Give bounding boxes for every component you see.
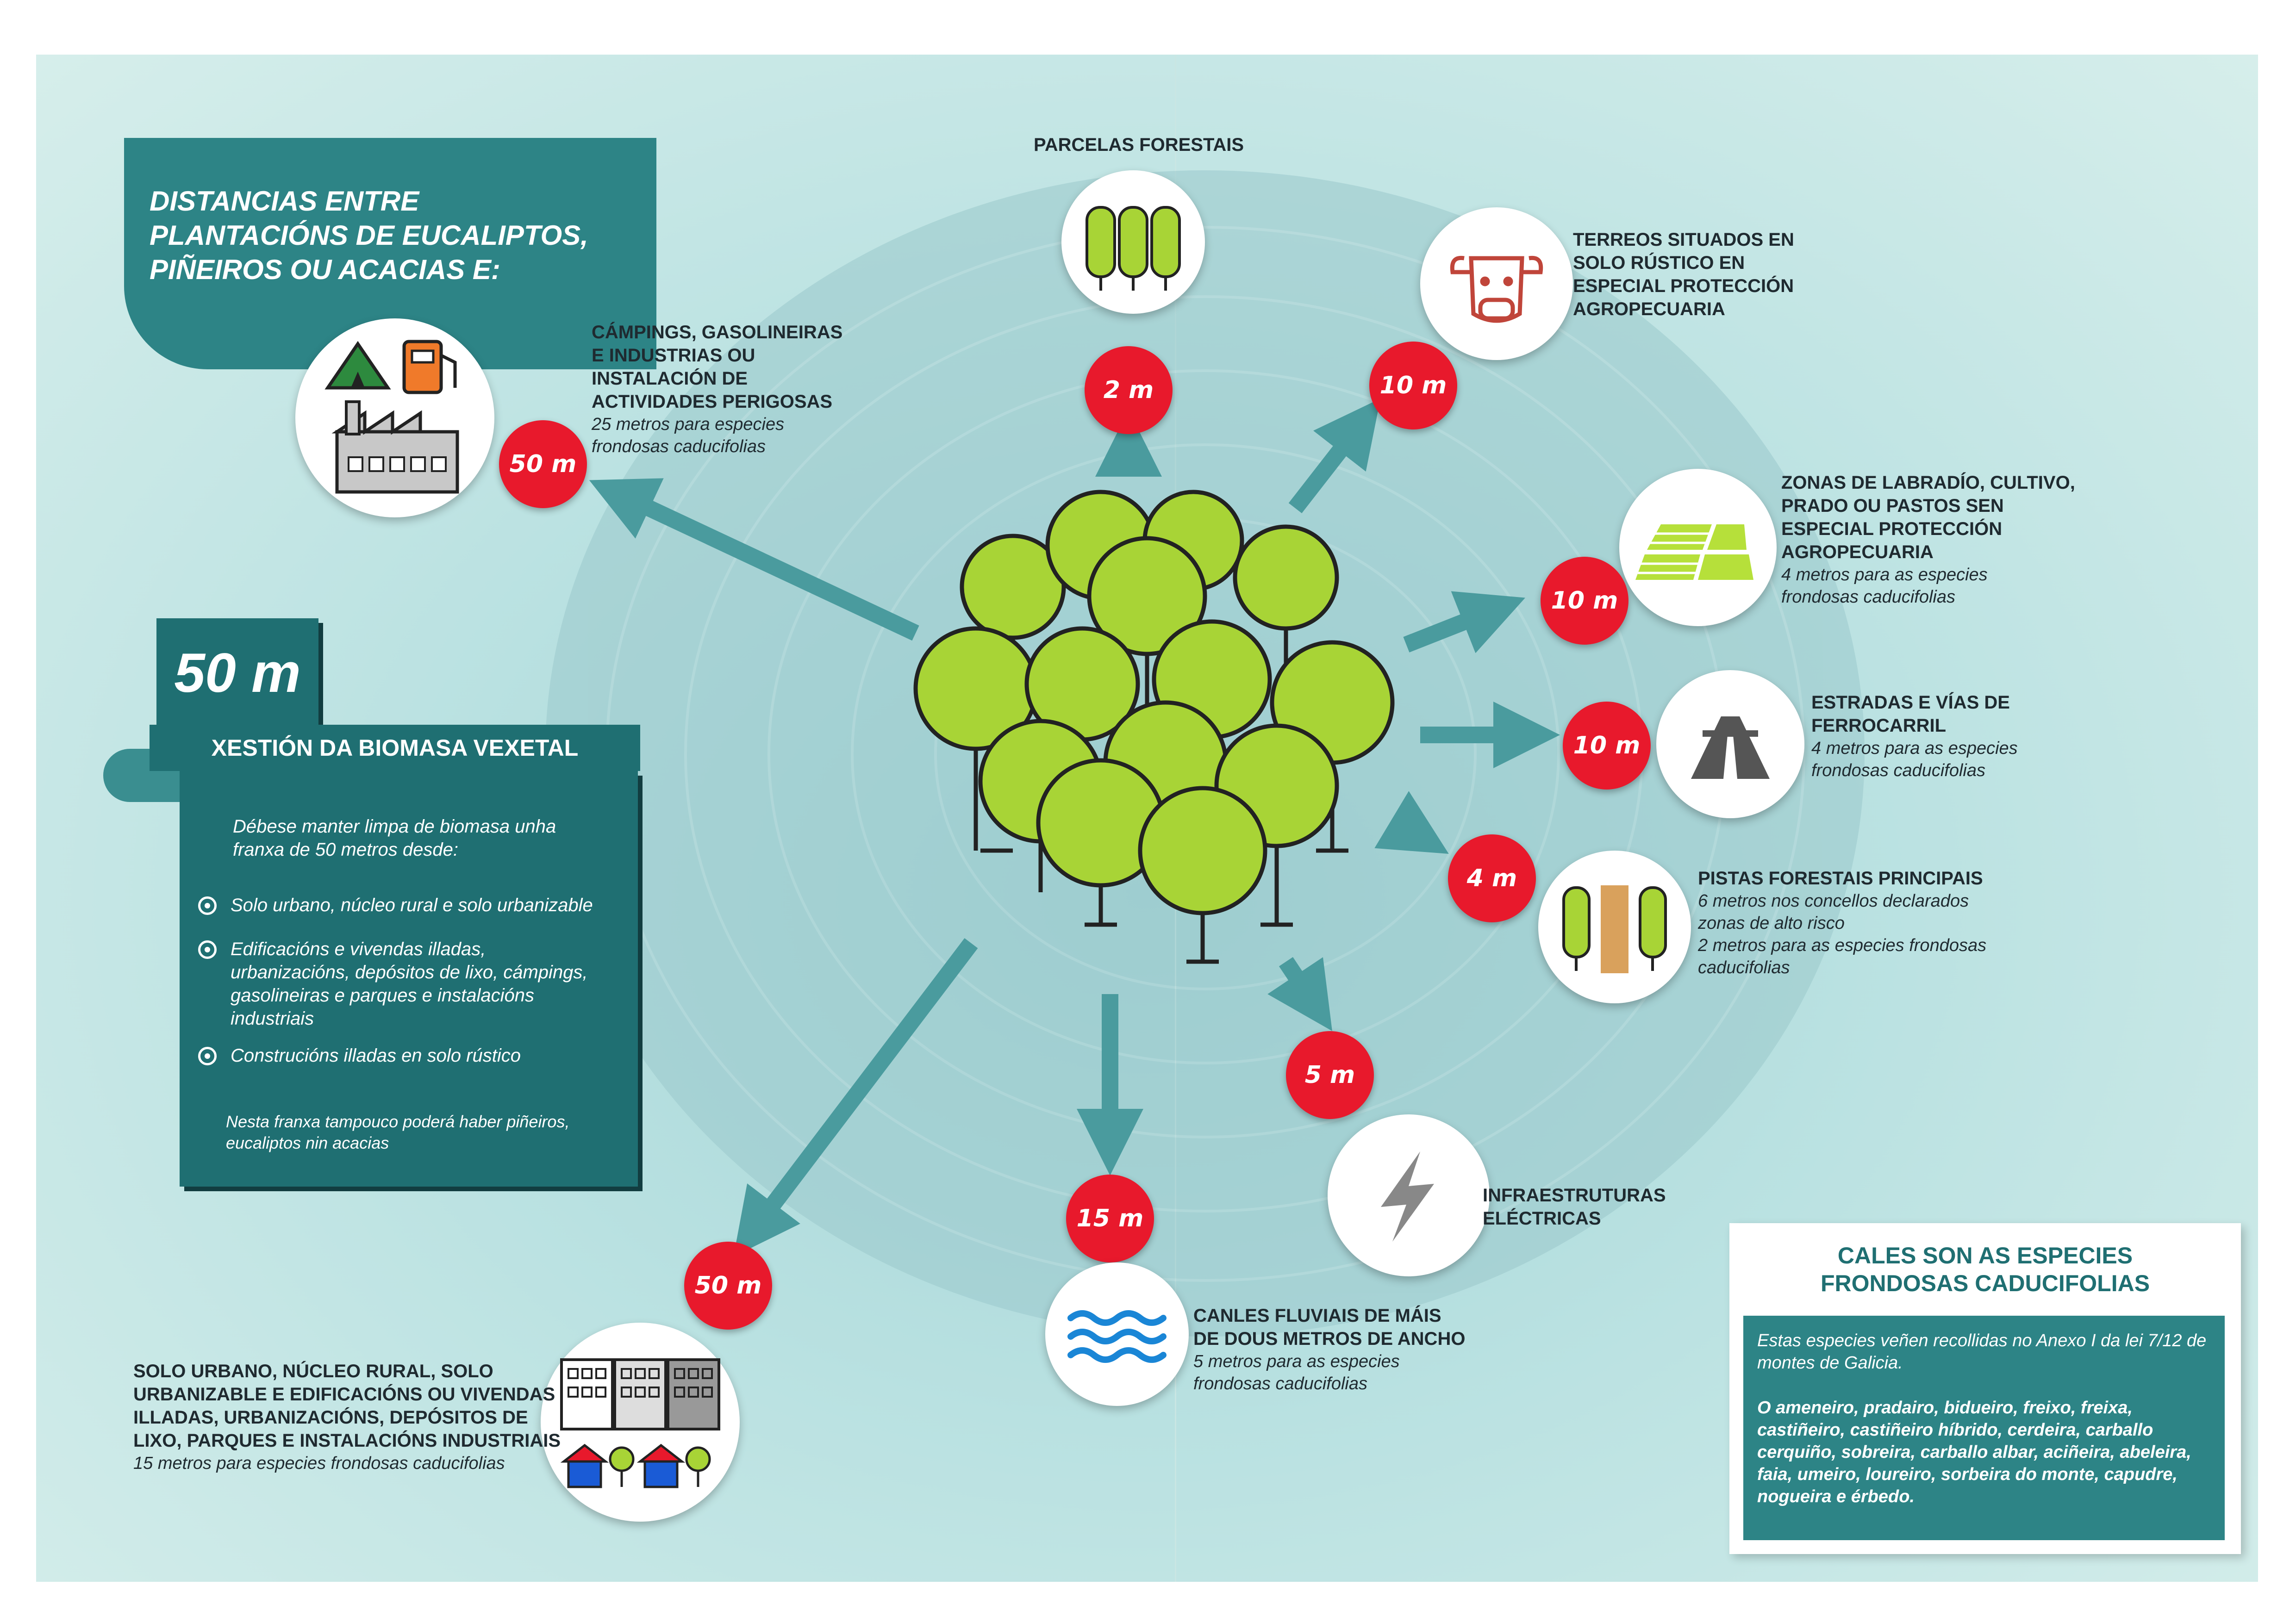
solo-icon-circle <box>541 1323 740 1522</box>
label-title: CANLES FLUVIAIS DE MÁIS DE DOUS METROS D… <box>1193 1306 1466 1349</box>
species-body: Estas especies veñen recollidas no Anexo… <box>1743 1316 2225 1540</box>
estradas-icon-circle <box>1656 670 1804 818</box>
label-subtitle: 5 metros para as especies frondosas cadu… <box>1193 1352 1400 1393</box>
arrow-infra <box>1267 957 1332 1031</box>
distance-badge-canles: 15 m <box>1066 1175 1154 1262</box>
label-subtitle: 6 metros nos concellos declarados zonas … <box>1698 891 1987 977</box>
bullet-icon <box>198 896 217 915</box>
tent-icon <box>324 341 391 390</box>
species-intro: Estas especies veñen recollidas no Anexo… <box>1757 1331 2207 1373</box>
poster-background: DISTANCIAS ENTRE PLANTACIÓNS DE EUCALIPT… <box>36 55 2258 1582</box>
label-pistas: PISTAS FORESTAIS PRINCIPAIS 6 metros nos… <box>1698 867 1986 979</box>
label-title: INFRAESTRUTURAS ELÉCTRICAS <box>1483 1185 1666 1229</box>
arrow-pistas <box>1374 791 1449 854</box>
bullet-icon <box>198 1047 217 1065</box>
biomass-item-text: Solo urbano, núcleo rural e solo urbaniz… <box>231 895 593 915</box>
arrow-terreos <box>1288 398 1381 514</box>
label-subtitle: 15 metros para especies frondosas caduci… <box>133 1454 505 1473</box>
biomass-item-text: Edificacións e vivendas illadas, urbaniz… <box>231 939 588 1029</box>
distance-badge-pistas: 4 m <box>1448 834 1536 922</box>
fuel-pump-icon <box>402 340 457 394</box>
biomass-item: Solo urbano, núcleo rural e solo urbaniz… <box>198 894 593 917</box>
parcelas-icon-circle <box>1061 170 1205 314</box>
label-title: SOLO URBANO, NÚCLEO RURAL, SOLO URBANIZA… <box>133 1361 561 1451</box>
label-title: PISTAS FORESTAIS PRINCIPAIS <box>1698 868 1983 889</box>
infra-icon-circle <box>1328 1114 1490 1276</box>
buildings-icon <box>560 1358 720 1430</box>
distance-badge-zonas: 10 m <box>1541 557 1628 645</box>
arrow-zonas <box>1403 591 1525 653</box>
label-campings: CÁMPINGS, GASOLINEIRAS E INDUSTRIAS OU I… <box>592 321 842 458</box>
tree <box>1233 524 1339 707</box>
biomass-item-text: Construcións illadas en solo rústico <box>231 1045 521 1066</box>
distance-badge-campings: 50 m <box>499 420 587 508</box>
label-subtitle: 25 metros para especies frondosas caduci… <box>592 415 785 456</box>
tree-cluster-icon <box>913 490 1395 964</box>
label-terreos: TERREOS SITUADOS EN SOLO RÚSTICO EN ESPE… <box>1573 228 1794 321</box>
label-parcelas: PARCELAS FORESTAIS <box>1034 133 1244 156</box>
road-icon <box>1691 716 1770 779</box>
label-zonas: ZONAS DE LABRADÍO, CULTIVO, PRADO OU PAS… <box>1781 471 2075 608</box>
arrows-layer <box>589 398 1560 1257</box>
distance-badge-solo: 50 m <box>684 1242 772 1330</box>
water-icon <box>1067 1310 1167 1363</box>
factory-icon <box>331 400 459 494</box>
arrow-solo <box>733 938 978 1257</box>
arrow-campings <box>589 478 919 641</box>
biomass-distance: 50 m <box>156 618 318 727</box>
field-icon <box>1635 524 1753 580</box>
cow-icon <box>1450 255 1543 323</box>
distance-badge-terreos: 10 m <box>1369 342 1457 429</box>
tree <box>1087 536 1207 730</box>
biomass-item: Construcións illadas en solo rústico <box>198 1044 521 1067</box>
zonas-icon-circle <box>1619 469 1777 626</box>
bullet-icon <box>198 940 217 959</box>
biomass-footnote: Nesta franxa tampouco poderá haber piñei… <box>226 1112 570 1152</box>
tree <box>1138 786 1267 962</box>
label-title: PARCELAS FORESTAIS <box>1034 135 1244 155</box>
distance-badge-estradas: 10 m <box>1563 702 1651 790</box>
tree-row-icon <box>1086 206 1181 291</box>
distance-badge-infra: 5 m <box>1286 1031 1374 1119</box>
label-solo: SOLO URBANO, NÚCLEO RURAL, SOLO URBANIZA… <box>133 1360 561 1474</box>
label-title: ZONAS DE LABRADÍO, CULTIVO, PRADO OU PAS… <box>1781 473 2075 562</box>
label-canles: CANLES FLUVIAIS DE MÁIS DE DOUS METROS D… <box>1193 1304 1465 1395</box>
campings-icon-circle <box>295 318 494 517</box>
biomass-item: Edificacións e vivendas illadas, urbaniz… <box>198 938 588 1030</box>
biomass-panel: Débese manter limpa de biomasa unha fran… <box>180 771 638 1187</box>
label-title: TERREOS SITUADOS EN SOLO RÚSTICO EN ESPE… <box>1573 230 1794 319</box>
biomass-intro: Débese manter limpa de biomasa unha fran… <box>233 816 556 860</box>
terreos-icon-circle <box>1420 207 1573 360</box>
label-title: ESTRADAS E VÍAS DE FERROCARRIL <box>1811 692 2010 736</box>
forest-track-icon <box>1562 885 1667 973</box>
page-title: DISTANCIAS ENTRE PLANTACIÓNS DE EUCALIPT… <box>150 186 588 285</box>
label-infra: INFRAESTRUTURAS ELÉCTRICAS <box>1483 1184 1666 1230</box>
biomass-heading: XESTIÓN DA BIOMASA VEXETAL <box>150 725 640 771</box>
label-title: CÁMPINGS, GASOLINEIRAS E INDUSTRIAS OU I… <box>592 322 843 412</box>
label-estradas: ESTRADAS E VÍAS DE FERROCARRIL 4 metros … <box>1811 691 2018 782</box>
species-list: O ameneiro, pradairo, bidueiro, freixo, … <box>1757 1398 2191 1506</box>
label-subtitle: 4 metros para as especies frondosas cadu… <box>1781 565 1988 607</box>
canles-icon-circle <box>1045 1262 1189 1406</box>
label-subtitle: 4 metros para as especies frondosas cadu… <box>1811 739 2018 780</box>
houses-icon <box>560 1443 711 1488</box>
species-title: CALES SON AS ESPECIES FRONDOSAS CADUCIFO… <box>1820 1243 2150 1296</box>
pistas-icon-circle <box>1538 851 1691 1003</box>
lightning-icon <box>1381 1151 1434 1242</box>
species-panel: CALES SON AS ESPECIES FRONDOSAS CADUCIFO… <box>1729 1223 2241 1554</box>
distance-badge-parcelas: 2 m <box>1085 346 1173 434</box>
